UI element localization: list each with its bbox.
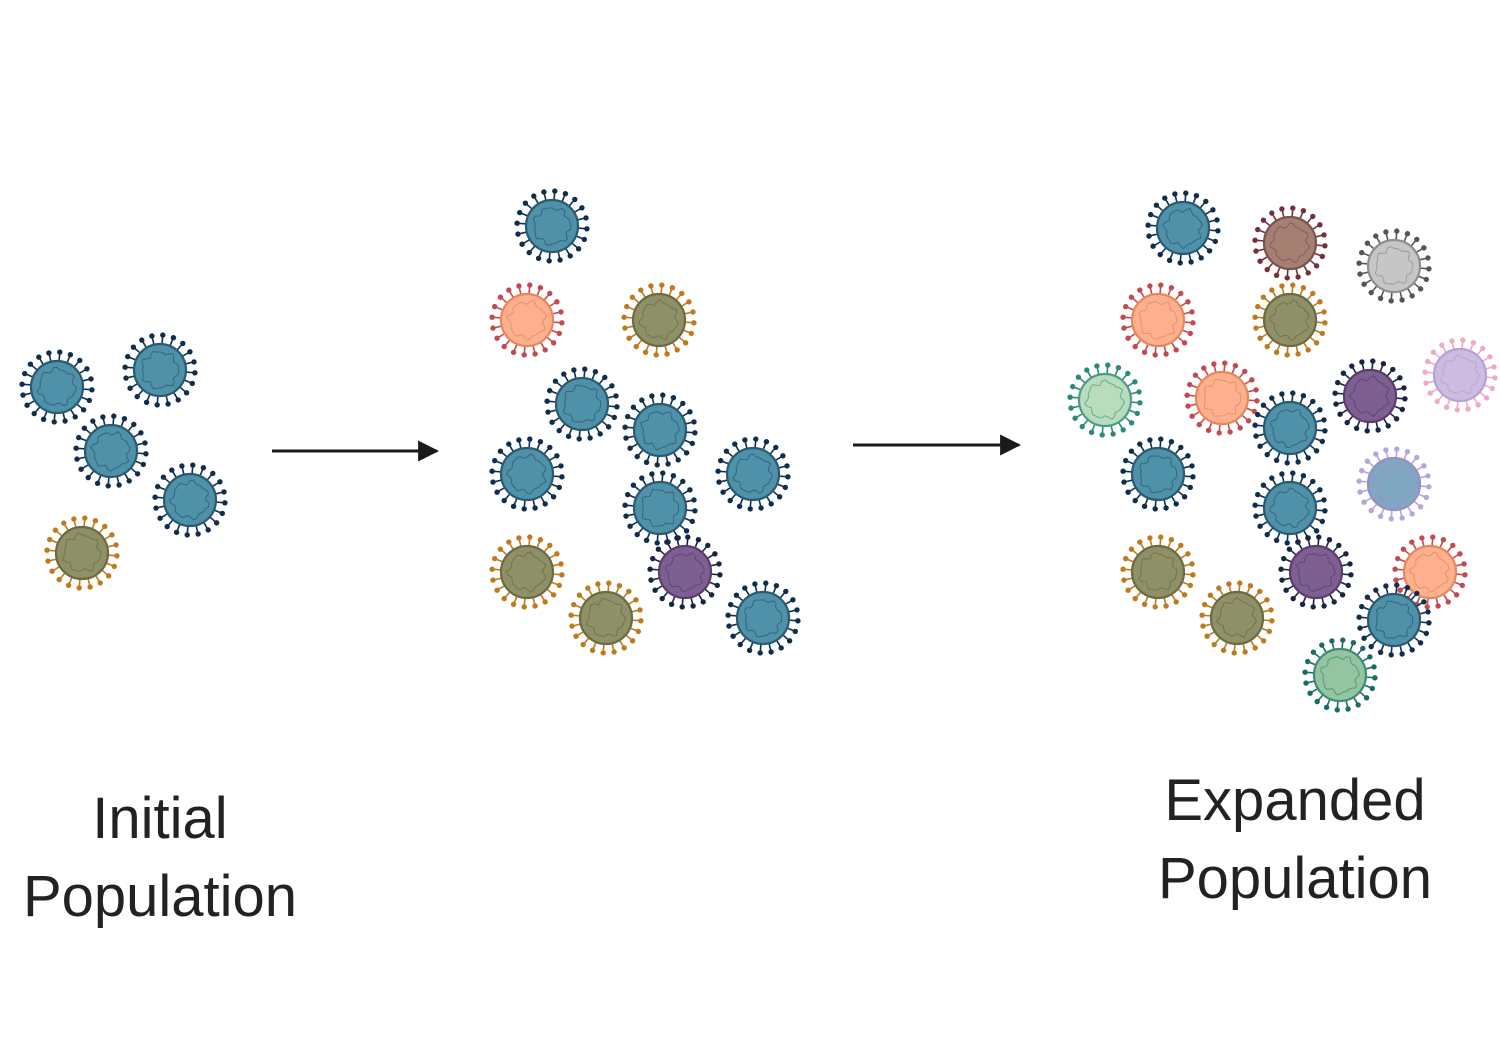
virus-icon-purple <box>1278 534 1354 610</box>
expanded-population <box>1067 190 1498 713</box>
expanded-label-line-2: Population <box>1157 846 1433 911</box>
virus-icon-brown <box>1252 205 1328 281</box>
virus-icon-blue <box>122 332 198 408</box>
virus-icon-blue <box>1252 390 1328 466</box>
expanded-label-line-1: Expanded <box>1164 768 1426 833</box>
virus-icon-blue <box>19 349 95 425</box>
virus-icon-blue <box>489 436 565 512</box>
virus-icon-olive <box>489 534 565 610</box>
virus-icon-salmon <box>1120 282 1196 358</box>
virus-icon-olive <box>1252 282 1328 358</box>
virus-icon-steel <box>1356 446 1432 522</box>
virus-icon-olive <box>1199 580 1275 656</box>
virus-icon-olive <box>1120 534 1196 610</box>
virus-icon-grey <box>1356 228 1432 304</box>
virus-icon-blue <box>622 470 698 546</box>
virus-icon-green <box>1302 637 1378 713</box>
initial-population-label: Initial Population <box>10 780 310 936</box>
virus-icon-mint <box>1067 362 1143 438</box>
virus-icon-blue <box>1356 582 1432 658</box>
virus-icon-blue <box>514 188 590 264</box>
virus-icon-blue <box>1120 436 1196 512</box>
virus-icon-blue <box>152 462 228 538</box>
virus-icon-olive <box>621 282 697 358</box>
initial-label-line-2: Population <box>22 864 298 929</box>
virus-layer <box>19 188 1498 713</box>
virus-icon-blue <box>544 366 620 442</box>
virus-icon-blue <box>73 413 149 489</box>
virus-icon-purple <box>1332 358 1408 434</box>
virus-icon-blue <box>1252 470 1328 546</box>
initial-population <box>19 332 228 591</box>
expanded-population-label: Expanded Population <box>1140 762 1450 918</box>
virus-icon-blue <box>622 392 698 468</box>
virus-icon-olive <box>44 515 120 591</box>
virus-icon-salmon <box>1392 534 1468 610</box>
virus-icon-lilac <box>1422 337 1498 413</box>
intermediate-population <box>489 188 801 656</box>
virus-icon-blue <box>725 580 801 656</box>
virus-icon-purple <box>647 534 723 610</box>
virus-icon-blue <box>1145 190 1221 266</box>
initial-label-line-1: Initial <box>92 786 228 851</box>
virus-icon-salmon <box>1184 360 1260 436</box>
virus-icon-olive <box>568 580 644 656</box>
virus-icon-blue <box>715 436 791 512</box>
virus-icon-salmon <box>489 282 565 358</box>
